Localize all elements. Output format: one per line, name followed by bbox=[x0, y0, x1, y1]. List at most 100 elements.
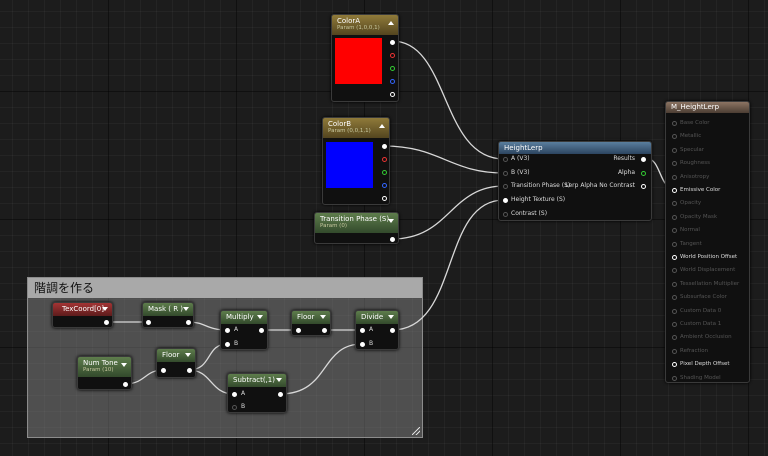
material-input-pin[interactable] bbox=[672, 281, 677, 287]
node-header[interactable]: Transition Phase (S) Param (0) bbox=[315, 213, 398, 233]
output-pin-alpha[interactable] bbox=[641, 171, 646, 176]
node-header[interactable]: HeightLerp bbox=[499, 142, 651, 154]
node-floor-2[interactable]: Floor bbox=[156, 348, 196, 378]
comment-title[interactable]: 階調を作る bbox=[28, 278, 422, 298]
material-input-pin[interactable] bbox=[672, 147, 677, 153]
node-transition-phase[interactable]: Transition Phase (S) Param (0) bbox=[314, 212, 399, 244]
output-pin-rgb[interactable] bbox=[390, 40, 395, 45]
output-pin-b[interactable] bbox=[382, 183, 387, 188]
node-header[interactable]: TexCoord[0] bbox=[53, 303, 112, 316]
input-pin-a[interactable] bbox=[232, 392, 237, 397]
expand-arrow-icon[interactable] bbox=[257, 315, 263, 319]
node-header[interactable]: Divide bbox=[356, 311, 398, 324]
node-num-tone[interactable]: Num Tone Param (10) bbox=[77, 356, 132, 390]
material-input-pin[interactable] bbox=[672, 174, 677, 180]
material-input-pin[interactable] bbox=[672, 121, 677, 126]
input-pin[interactable] bbox=[296, 328, 301, 333]
collapse-arrow-icon[interactable] bbox=[379, 124, 385, 128]
expand-arrow-icon[interactable] bbox=[183, 307, 189, 311]
expand-arrow-icon[interactable] bbox=[388, 315, 394, 319]
material-input-pin[interactable] bbox=[672, 188, 677, 193]
output-pin[interactable] bbox=[123, 382, 128, 387]
material-input-pin[interactable] bbox=[672, 255, 677, 260]
material-input-pin[interactable] bbox=[672, 308, 677, 314]
material-input-label: Normal bbox=[680, 227, 700, 234]
input-pin-b[interactable] bbox=[225, 342, 230, 347]
node-header[interactable]: Multiply bbox=[221, 311, 267, 324]
input-pin-a[interactable] bbox=[360, 328, 365, 333]
input-pin-b[interactable] bbox=[232, 405, 237, 410]
output-pin-a[interactable] bbox=[390, 92, 395, 97]
input-pin-a[interactable] bbox=[503, 157, 508, 162]
output-pin[interactable] bbox=[259, 328, 264, 333]
output-pin-r[interactable] bbox=[390, 53, 395, 58]
material-input-pin[interactable] bbox=[672, 228, 677, 234]
output-pin[interactable] bbox=[104, 320, 109, 325]
input-pin-b[interactable] bbox=[503, 171, 508, 176]
input-pin-contrast[interactable] bbox=[503, 212, 508, 217]
collapse-arrow-icon[interactable] bbox=[388, 21, 394, 25]
material-input-pin[interactable] bbox=[672, 161, 677, 167]
output-pin-g[interactable] bbox=[390, 66, 395, 71]
output-pin[interactable] bbox=[322, 328, 327, 333]
node-header[interactable]: ColorA Param (1,0,0,1) bbox=[332, 15, 398, 35]
expand-arrow-icon[interactable] bbox=[320, 315, 326, 319]
node-header[interactable]: M_HeightLerp bbox=[666, 102, 749, 113]
expand-arrow-icon[interactable] bbox=[185, 353, 191, 357]
node-header[interactable]: Num Tone Param (10) bbox=[78, 357, 131, 377]
output-pin[interactable] bbox=[390, 237, 395, 242]
expand-arrow-icon[interactable] bbox=[121, 363, 127, 367]
output-pin-a[interactable] bbox=[382, 196, 387, 201]
node-mask[interactable]: Mask ( R ) bbox=[142, 302, 194, 328]
material-input-pin[interactable] bbox=[672, 214, 677, 220]
material-input-pin[interactable] bbox=[672, 348, 677, 354]
node-header[interactable]: Floor bbox=[292, 311, 330, 324]
material-input-label: Pixel Depth Offset bbox=[680, 361, 730, 368]
expand-arrow-icon[interactable] bbox=[102, 307, 108, 311]
node-divide[interactable]: Divide A B bbox=[355, 310, 399, 350]
material-input-pin[interactable] bbox=[672, 241, 677, 247]
input-pin-b[interactable] bbox=[360, 342, 365, 347]
output-pin[interactable] bbox=[186, 320, 191, 325]
input-pin-height-texture[interactable] bbox=[503, 198, 508, 203]
comment-resize-handle[interactable] bbox=[412, 427, 420, 435]
output-pin[interactable] bbox=[390, 328, 395, 333]
material-input-pin[interactable] bbox=[672, 322, 677, 327]
node-texcoord[interactable]: TexCoord[0] bbox=[52, 302, 113, 328]
node-multiply[interactable]: Multiply A B bbox=[220, 310, 268, 350]
output-pin-results[interactable] bbox=[641, 157, 646, 162]
node-height-lerp[interactable]: HeightLerp A (V3) B (V3) Transition Phas… bbox=[498, 141, 652, 221]
node-color-b[interactable]: ColorB Param (0,0,1,1) bbox=[322, 117, 390, 205]
output-pin-r[interactable] bbox=[382, 157, 387, 162]
material-input-pin[interactable] bbox=[672, 375, 677, 381]
node-header[interactable]: Floor bbox=[157, 349, 195, 362]
material-input-pin[interactable] bbox=[672, 201, 677, 207]
node-floor-1[interactable]: Floor bbox=[291, 310, 331, 336]
node-header[interactable]: Subtract(,1) bbox=[228, 374, 286, 387]
output-pin-lerp-alpha-no-contrast[interactable] bbox=[641, 184, 646, 189]
expand-arrow-icon[interactable] bbox=[276, 378, 282, 382]
material-input-pin[interactable] bbox=[672, 295, 677, 301]
material-input-label: Tangent bbox=[680, 240, 702, 247]
input-pin[interactable] bbox=[161, 368, 166, 373]
input-pin-transition-phase[interactable] bbox=[503, 184, 508, 189]
material-input-pin[interactable] bbox=[672, 335, 677, 341]
material-input-pin[interactable] bbox=[672, 134, 677, 140]
material-input-label: World Displacement bbox=[680, 267, 736, 274]
input-pin[interactable] bbox=[146, 320, 151, 325]
output-pin-g[interactable] bbox=[382, 170, 387, 175]
output-pin-rgb[interactable] bbox=[382, 144, 387, 149]
material-input-pin[interactable] bbox=[672, 362, 677, 368]
input-pin-a[interactable] bbox=[225, 328, 230, 333]
node-header[interactable]: ColorB Param (0,0,1,1) bbox=[323, 118, 389, 138]
output-pin[interactable] bbox=[278, 392, 283, 397]
material-input-pin[interactable] bbox=[672, 268, 677, 274]
node-color-a[interactable]: ColorA Param (1,0,0,1) bbox=[331, 14, 399, 102]
node-header[interactable]: Mask ( R ) bbox=[143, 303, 193, 316]
node-subtract[interactable]: Subtract(,1) A B bbox=[227, 373, 287, 413]
node-subtitle: Param (10) bbox=[83, 367, 114, 373]
output-pin[interactable] bbox=[187, 368, 192, 373]
output-pin-b[interactable] bbox=[390, 79, 395, 84]
expand-arrow-icon[interactable] bbox=[388, 219, 394, 223]
